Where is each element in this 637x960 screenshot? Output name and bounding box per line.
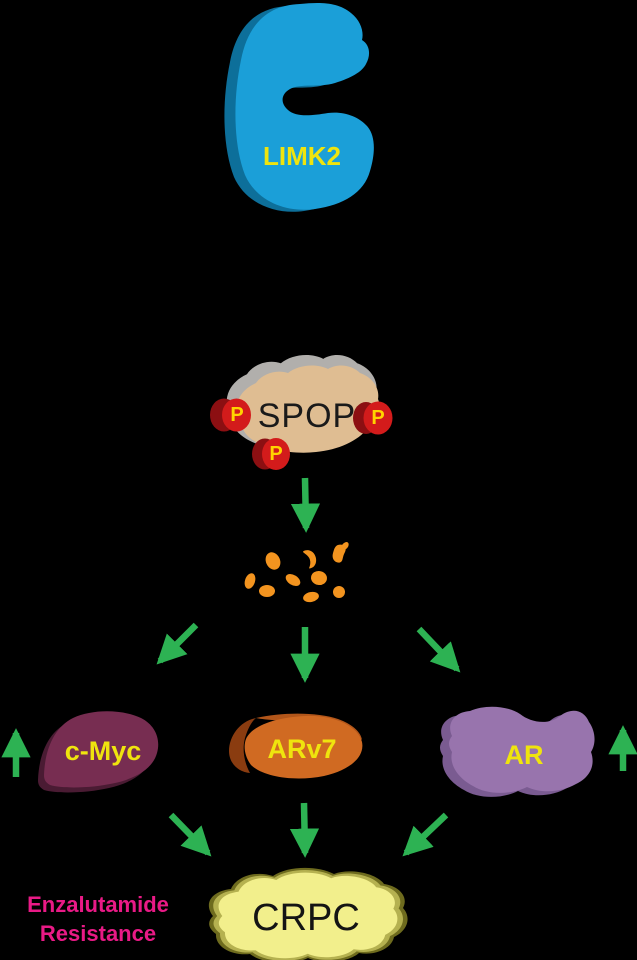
fragment [285,574,301,586]
phospho-label-left: P [230,404,244,426]
phospho-badge-right [353,401,393,435]
pathway-arrows [1,477,637,858]
phospho-badge-face [363,401,393,435]
phospho-label-right: P [371,407,385,429]
limk2-protein-shape [224,2,374,212]
phospho-badge-bottom [252,438,290,470]
arrow-ar-to-crpc [402,812,449,857]
arrow-degradation-to-ar [416,626,461,673]
cmyc-label: c-Myc [64,736,142,766]
limk2-label: LIMK2 [263,141,341,171]
arrow-degradation-to-cmyc [156,622,199,665]
fragment [265,552,281,570]
arrow-cmyc-to-crpc [168,812,212,857]
limk2-body [235,2,374,210]
fragment [333,586,345,598]
arrow-arv7-to-crpc [289,802,320,858]
fragment [303,550,317,569]
arv7-curl-edge [229,718,256,773]
arrow-spop-degradation [290,477,321,533]
phospho-badge-left [210,398,251,432]
phospho-badge-face [262,438,290,470]
arv7-label: ARv7 [267,734,337,764]
degradation-fragments [244,542,349,603]
fragment [259,585,275,597]
fragment [244,573,256,589]
fragment [303,591,319,603]
phospho-badge-face [222,398,251,432]
crpc-label: CRPC [252,897,360,939]
arv7-protein-shape [229,713,363,779]
spop-label: SPOP [257,397,357,435]
fragment [341,542,349,550]
enzalutamide-resistance-label-line2: Resistance [39,921,157,946]
fragment [311,570,327,586]
enzalutamide-resistance-label-line1: Enzalutamide [27,892,169,917]
phospho-label-bottom: P [269,443,283,465]
ar-label: AR [504,740,544,770]
